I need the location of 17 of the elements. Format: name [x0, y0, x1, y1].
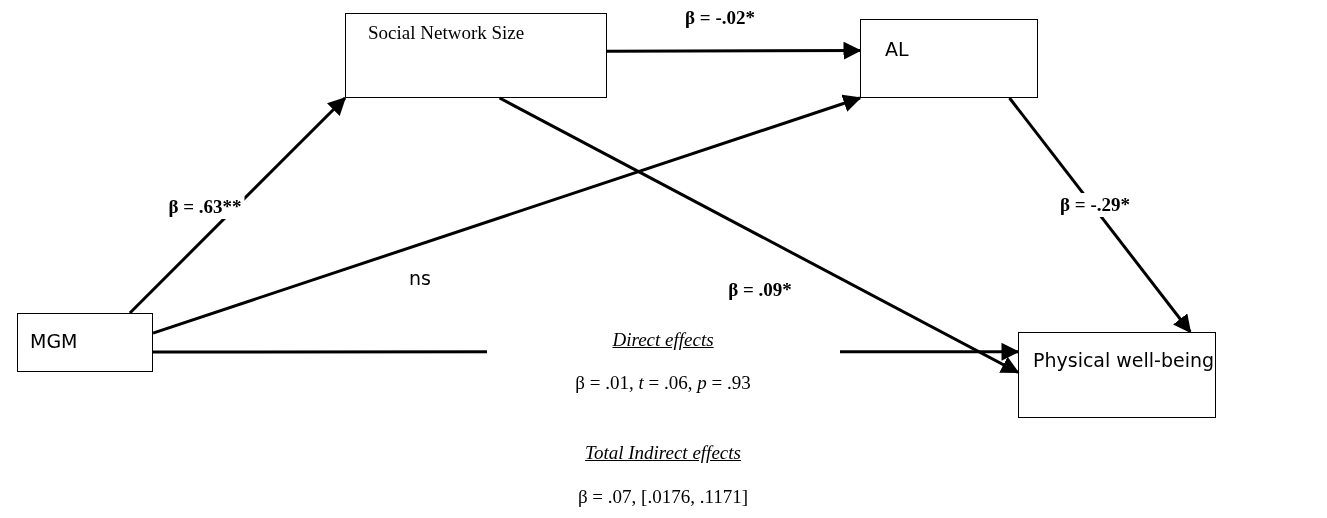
variable-name: MGM — [30, 330, 78, 352]
variable-name: Physical well-being — [1033, 349, 1215, 371]
path-arrow — [1008, 97, 1192, 334]
variable-box — [17, 313, 153, 372]
path-arrow — [152, 94, 862, 335]
effect-statistic: β = .01, t = .06, p = .93 — [575, 372, 751, 394]
variable-name: Social Network Size — [368, 22, 525, 44]
variable-box — [860, 19, 1038, 98]
variable-name: AL — [885, 38, 909, 60]
path-arrow — [607, 41, 862, 60]
path-arrow — [498, 96, 1020, 374]
path-arrow — [128, 96, 347, 315]
variable-box — [1018, 332, 1216, 418]
section-heading: Total Indirect effects — [585, 442, 741, 464]
section-heading: Direct effects — [612, 329, 714, 351]
variable-box — [345, 13, 607, 98]
effect-statistic: β = .07, [.0176, .1171] — [577, 486, 749, 508]
